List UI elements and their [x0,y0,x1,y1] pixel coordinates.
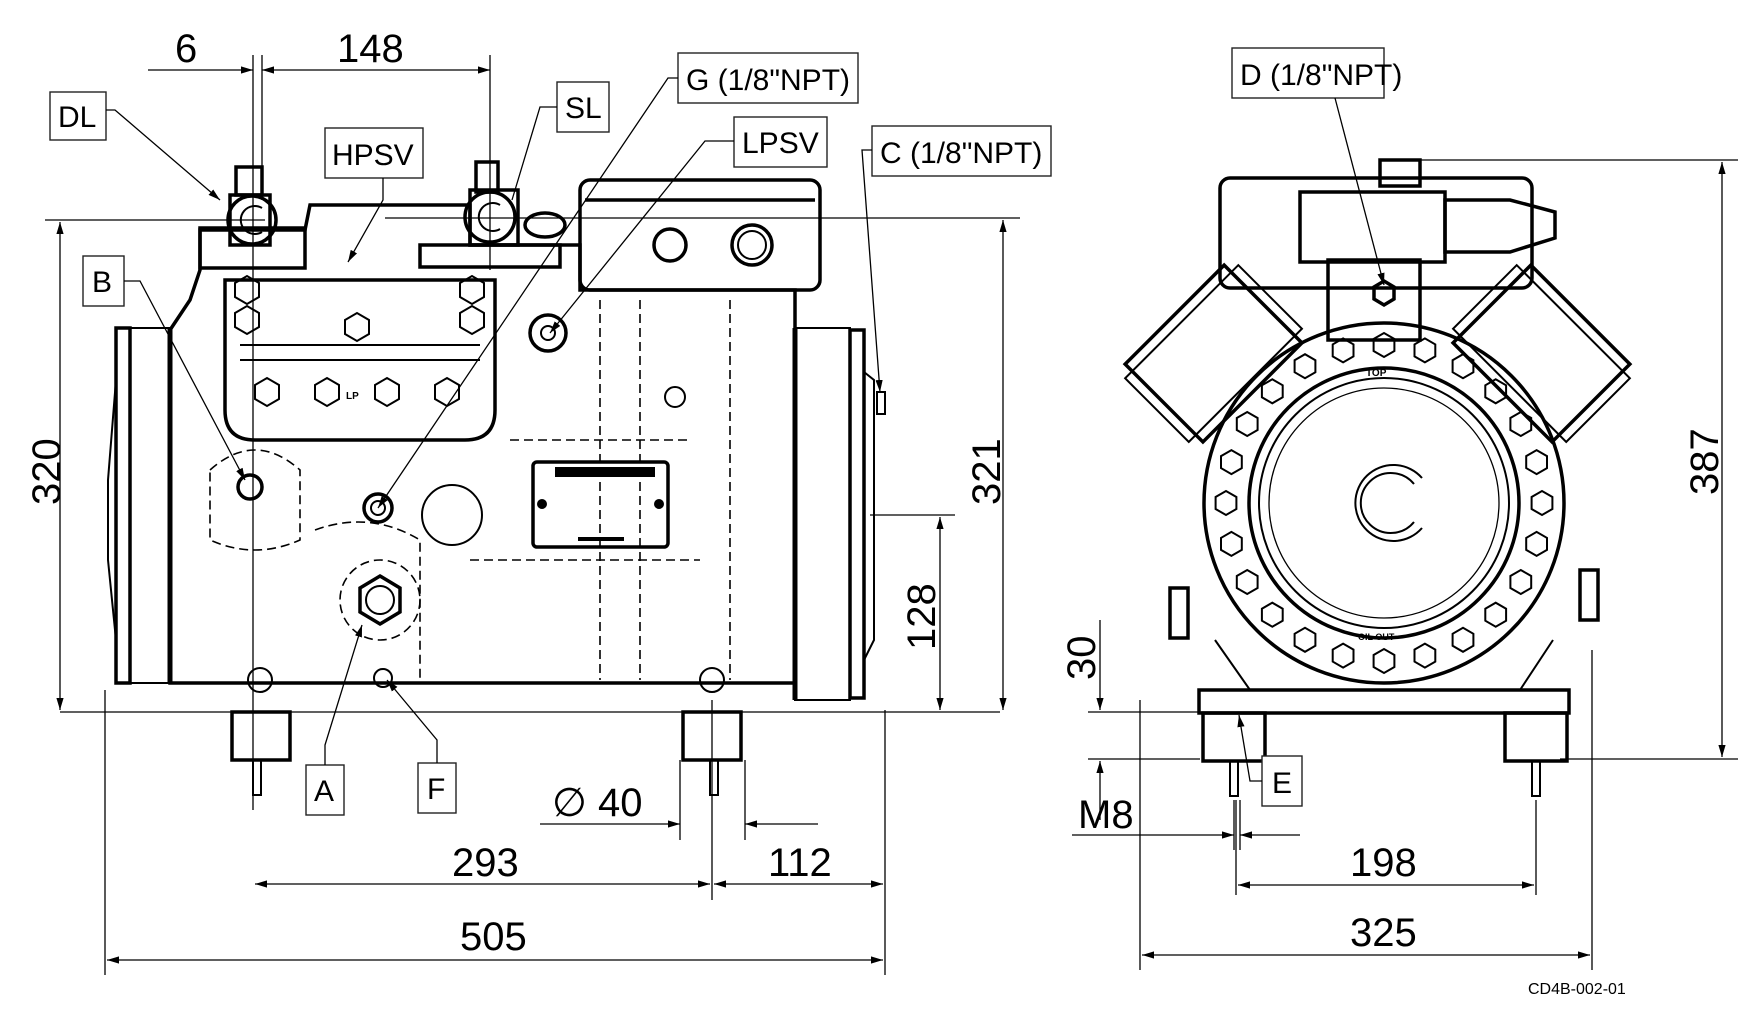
callout-hpsv: HPSV [332,139,414,172]
flange-bolt [1509,568,1533,596]
cylinder-head [223,278,497,442]
dim-505: 505 [460,915,527,959]
side-view: LP [107,160,886,796]
dim-321: 321 [965,438,1009,505]
callout-g: G (1/8"NPT) [686,64,850,97]
cable-gland [1443,198,1557,254]
dim-387: 387 [1683,428,1727,495]
oil-fitting-a [358,573,402,627]
flange-bolt [1220,530,1243,558]
flange-bolt [1484,378,1508,405]
c-plug [876,391,886,415]
flange-bolt [1331,642,1355,669]
flange-bolt [1451,626,1475,653]
left-cylinder-bank [1122,262,1305,445]
dim-112: 112 [768,841,832,885]
flange-bolt [1525,530,1548,558]
oil-out-mark: OIL OUT [1358,632,1395,642]
callout-b: B [92,266,112,299]
flange-bolt [1413,337,1437,364]
callout-c: C (1/8"NPT) [880,137,1042,170]
lp-mark: LP [346,391,359,402]
center-c-mark [1354,464,1423,542]
flange-bolt [1509,410,1533,438]
flange-bolt [1372,331,1396,359]
dim-128: 128 [900,583,944,650]
dim-diameter-40: ∅ 40 [552,781,642,825]
flange-bolt [1331,337,1355,364]
dim-198: 198 [1350,841,1417,885]
end-base [1197,688,1571,715]
flange-bolt [1293,626,1317,653]
top-mark: TOP [1366,368,1387,379]
flange-bolt-ring [1214,331,1554,675]
flange-bolt [1260,601,1284,628]
dim-293: 293 [452,841,519,885]
flange-bolt [1413,642,1437,669]
flange-bolt [1293,353,1317,380]
dim-m8: M8 [1078,793,1134,837]
dim-148: 148 [337,27,404,71]
flange-bolt [1451,353,1475,380]
flange-bolt [1220,448,1243,476]
end-terminal-box [1218,176,1534,290]
left-end-cover [107,326,173,685]
flange-bolt [1525,448,1548,476]
right-cylinder-bank [1450,262,1633,445]
terminal-box [578,178,822,292]
dim-6: 6 [175,27,197,71]
flange-bolt [1235,410,1259,438]
flange-bolt [1484,601,1508,628]
dimension-lines [45,55,1738,975]
flange-bolt [1235,568,1259,596]
compressor-body [168,203,797,688]
motor-flange [1202,321,1566,685]
callout-a: A [314,775,334,808]
dimension-labels: 6 148 320 321 128 293 112 505 ∅ 40 30 M8… [25,27,1727,998]
flange-bolt [1530,489,1554,517]
dim-325: 325 [1350,911,1417,955]
drawing-code: CD4B-002-01 [1528,981,1626,998]
dim-30: 30 [1060,636,1104,681]
end-view: TOP OIL OUT [1122,158,1633,797]
callout-d: D (1/8"NPT) [1240,59,1402,92]
callout-sl: SL [565,92,602,125]
callout-e: E [1272,767,1292,800]
flange-bolt [1214,489,1238,517]
callout-dl: DL [58,101,96,134]
callout-lpsv: LPSV [742,127,819,160]
flange-bolt [1372,647,1396,675]
right-end-cover [792,327,886,701]
callouts: DL HPSV SL G (1/8"NPT) LPSV C (1/8"NPT) … [49,47,1402,816]
flange-bolt [1260,378,1284,405]
dim-320: 320 [25,438,69,505]
suction-valve [418,160,567,269]
head-bolts: LP [234,274,485,408]
name-plate [531,460,670,549]
callout-f: F [427,773,445,806]
